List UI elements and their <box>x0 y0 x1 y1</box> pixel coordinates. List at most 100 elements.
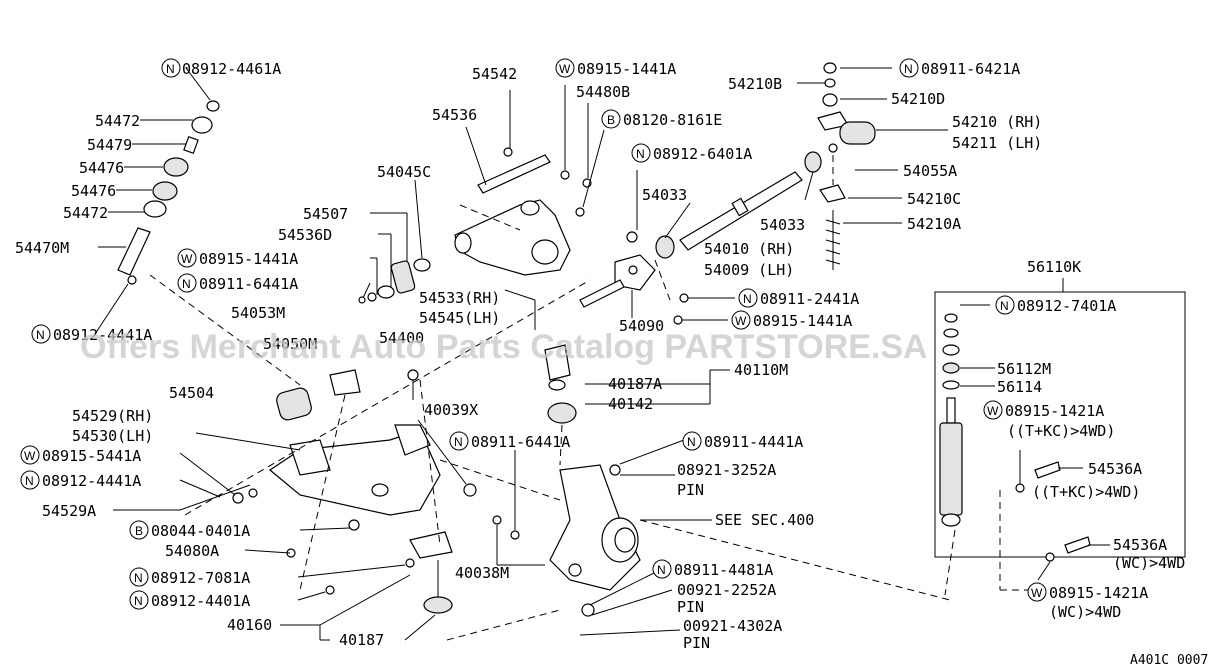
label-wc-4wd-a: (WC)>4WD <box>1113 554 1185 572</box>
label-54472-top: 54472 <box>95 112 140 130</box>
label-08120-8161E: 08120-8161E <box>623 111 722 129</box>
label-40187A: 40187A <box>608 375 662 393</box>
label-56110K: 56110K <box>1027 258 1081 276</box>
prefix-n: N <box>166 62 175 76</box>
label-54536D: 54536D <box>278 226 332 244</box>
stabilizer-bushing-stack <box>94 67 301 386</box>
label-54050M: 54050M <box>263 335 317 353</box>
label-08915-1441A-low: 08915-1441A <box>753 312 852 330</box>
label-54090: 54090 <box>619 317 664 335</box>
label-40142: 40142 <box>608 395 653 413</box>
prefix-n: N <box>134 594 143 608</box>
label-54529-rh: 54529(RH) <box>72 407 153 425</box>
label-08912-7401A: 08912-7401A <box>1017 297 1116 315</box>
label-08044-0401A: 08044-0401A <box>151 522 250 540</box>
label-00921-4302A: 00921-4302A <box>683 617 782 635</box>
label-00921-2252A: 00921-2252A <box>677 581 776 599</box>
label-56112M: 56112M <box>997 360 1051 378</box>
prefix-n: N <box>454 435 463 449</box>
label-08912-4441A: 08912-4441A <box>42 472 141 490</box>
label-54080A: 54080A <box>165 542 219 560</box>
prefix-n: N <box>182 277 191 291</box>
label-pin-2: PIN <box>677 598 704 616</box>
prefix-w: W <box>735 314 747 328</box>
label-tkc-4wd-b: ((T+KC)>4WD) <box>1032 483 1140 501</box>
upper-shock-mount <box>797 62 948 270</box>
label-54033-b: 54033 <box>760 216 805 234</box>
label-08915-1441A-mid: 08915-1441A <box>199 250 298 268</box>
label-54536: 54536 <box>432 106 477 124</box>
label-see-sec-400: SEE SEC.400 <box>715 511 814 529</box>
steering-knuckle <box>446 344 951 641</box>
watermark: Offers Merchant Auto Parts Catalog PARTS… <box>80 328 928 366</box>
label-54210A: 54210A <box>907 215 961 233</box>
label-54010-rh: 54010 (RH) <box>704 240 794 258</box>
label-54536A-a: 54536A <box>1088 460 1142 478</box>
label-54480B: 54480B <box>576 83 630 101</box>
part-number-labels: 08912-4461A 54472 54479 54476 54476 5447… <box>15 60 1185 652</box>
label-54545-lh: 54545(LH) <box>419 309 500 327</box>
prefix-w: W <box>559 62 571 76</box>
label-54210C: 54210C <box>907 190 961 208</box>
label-54533-rh: 54533(RH) <box>419 289 500 307</box>
label-08912-4401A: 08912-4401A <box>151 592 250 610</box>
label-08911-4441A: 08911-4441A <box>704 433 803 451</box>
prefix-w: W <box>181 252 193 266</box>
label-54400: 54400 <box>379 329 424 347</box>
label-54470M: 54470M <box>15 239 69 257</box>
label-08915-1421A-b: 08915-1421A <box>1049 584 1148 602</box>
label-40039X: 40039X <box>424 401 478 419</box>
prefix-w: W <box>987 404 999 418</box>
prefix-w: W <box>24 449 36 463</box>
torsion-bar <box>579 151 822 325</box>
label-54530-lh: 54530(LH) <box>72 427 153 445</box>
label-08911-6441A-mid: 08911-6441A <box>471 433 570 451</box>
label-08912-4441A-left: 08912-4441A <box>53 326 152 344</box>
label-54536A-b: 54536A <box>1113 536 1167 554</box>
prefix-n: N <box>743 292 752 306</box>
label-54476-b: 54476 <box>71 182 116 200</box>
diagram-code: A401C 0007 <box>1130 653 1208 668</box>
label-wc-4wd-b: (WC)>4WD <box>1049 603 1121 621</box>
prefix-n: N <box>636 147 645 161</box>
prefix-n: N <box>36 328 45 342</box>
label-08912-4461A: 08912-4461A <box>182 60 281 78</box>
label-08912-6401A: 08912-6401A <box>653 145 752 163</box>
label-08915-1441A-top: 08915-1441A <box>577 60 676 78</box>
prefix-b: B <box>135 524 143 538</box>
prefix-n: N <box>687 435 696 449</box>
upper-control-arm <box>358 85 605 330</box>
prefix-b: B <box>607 113 615 127</box>
prefix-n: N <box>657 563 666 577</box>
label-54009-lh: 54009 (LH) <box>704 261 794 279</box>
shock-absorber-group <box>934 278 1186 596</box>
label-54504: 54504 <box>169 384 214 402</box>
label-54472-bottom: 54472 <box>63 204 108 222</box>
label-08912-7081A: 08912-7081A <box>151 569 250 587</box>
label-54053M: 54053M <box>231 304 285 322</box>
label-tkc-4wd-a: ((T+KC)>4WD) <box>1007 422 1115 440</box>
label-56114: 56114 <box>997 378 1042 396</box>
lower-control-arm <box>113 279 591 641</box>
label-08915-5441A: 08915-5441A <box>42 447 141 465</box>
label-54476-a: 54476 <box>79 159 124 177</box>
label-54211-lh: 54211 (LH) <box>952 134 1042 152</box>
label-40187: 40187 <box>339 631 384 649</box>
label-54210B: 54210B <box>728 75 782 93</box>
label-08915-1421A-a: 08915-1421A <box>1005 402 1104 420</box>
label-40160: 40160 <box>227 616 272 634</box>
label-54045C: 54045C <box>377 163 431 181</box>
circled-prefixes: N N W B N W N N W N N W W W N B N N N N … <box>20 58 1047 610</box>
label-pin-3: PIN <box>683 634 710 652</box>
label-54529A: 54529A <box>42 502 96 520</box>
label-08911-6421A: 08911-6421A <box>921 60 1020 78</box>
label-40038M: 40038M <box>455 564 509 582</box>
label-54210D: 54210D <box>891 90 945 108</box>
prefix-w: W <box>1031 586 1043 600</box>
prefix-n: N <box>25 474 34 488</box>
label-08921-3252A: 08921-3252A <box>677 461 776 479</box>
label-54542: 54542 <box>472 65 517 83</box>
prefix-n: N <box>1000 299 1009 313</box>
